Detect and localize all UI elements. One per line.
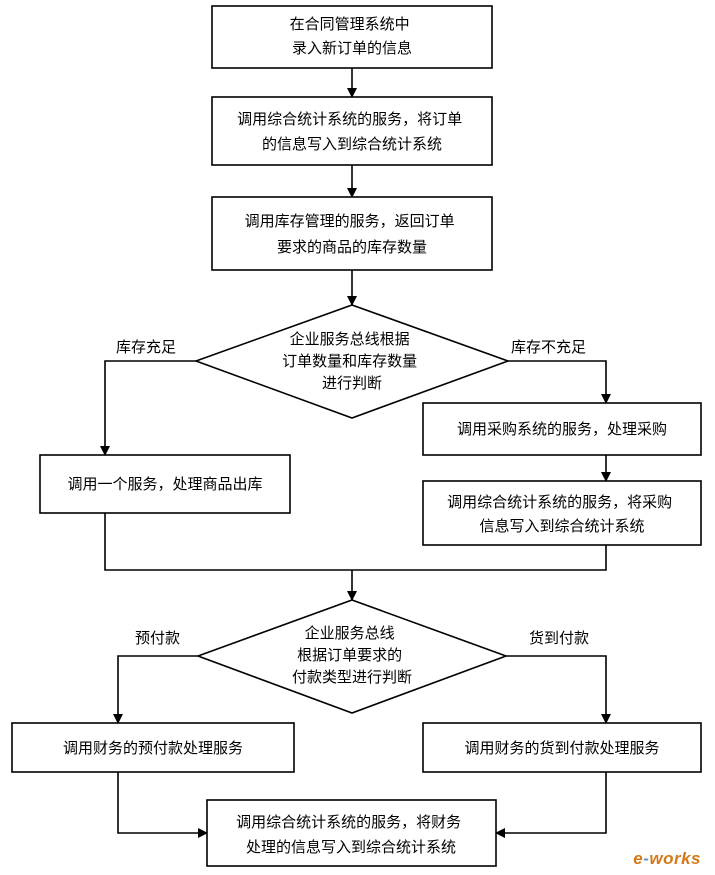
node-query-inventory-line2: 要求的商品的库存数量	[277, 238, 427, 256]
node-cod: 调用财务的货到付款处理服务	[422, 722, 702, 773]
node-decision-inventory-line2: 订单数量和库存数量	[282, 352, 417, 370]
svg-text:调用综合统计系统的服务，将采购 信息写入到综合统: 调用综合统计系统的服务，将采购 信息写入到综合统计系统	[447, 493, 677, 535]
watermark-dash: -	[643, 849, 650, 868]
node-query-inventory: 调用库存管理的服务，返回订单 要求的商品的库存数量	[211, 196, 493, 271]
node-purchase-line1: 调用采购系统的服务，处理采购	[457, 420, 667, 438]
node-decision-inventory: 企业服务总线根据 订单数量和库存数量 进行判断	[193, 304, 511, 419]
edge-ship-merge	[104, 513, 352, 571]
node-enter-order-line1: 在合同管理系统中	[290, 15, 410, 33]
edge-writepurchase-merge	[352, 545, 607, 571]
node-ship-goods-line1: 调用一个服务，处理商品出库	[67, 475, 262, 493]
svg-text:企业服务总线根据 订单数量和库存数量: 企业服务总线根据 订单数量和库存数量 进行判断	[282, 330, 422, 392]
node-cod-line1: 调用财务的货到付款处理服务	[464, 739, 659, 757]
node-decision-payment-line3: 付款类型进行判断	[292, 668, 412, 686]
node-write-finance-stats-line2: 处理的信息写入到综合统计系统	[246, 838, 456, 856]
node-write-purchase-stats-line1: 调用综合统计系统的服务，将采购	[447, 493, 672, 511]
node-purchase: 调用采购系统的服务，处理采购	[422, 402, 702, 456]
node-decision-payment: 企业服务总线 根据订单要求的 付款类型进行判断	[195, 599, 509, 714]
svg-text:在合同管理系统中 录入新订单的信息: 在合同管理系统中 录入新订单的信息	[290, 15, 415, 57]
node-write-purchase-stats-line2: 信息写入到综合统计系统	[479, 517, 644, 535]
svg-text:调用财务的货到付款处理服务: 调用财务的货到付款处理服务	[464, 739, 659, 757]
svg-text:调用财务的预付款处理服务: 调用财务的预付款处理服务	[63, 739, 243, 757]
edge-decision2-to-cod	[506, 655, 611, 724]
node-decision-payment-line1: 企业服务总线	[305, 624, 395, 642]
svg-text:企业服务总线 根据订单要求的 付款类: 企业服务总线 根据订单要求的 付款类型进行判断	[292, 624, 412, 686]
label-prepayment: 预付款	[135, 629, 180, 647]
node-decision-payment-line2: 根据订单要求的	[297, 646, 402, 664]
label-stock-enough: 库存充足	[116, 338, 176, 356]
svg-text:调用一个服务，处理商品出库: 调用一个服务，处理商品出库	[67, 475, 262, 493]
label-cash-on-delivery: 货到付款	[529, 629, 589, 647]
watermark-prefix: e	[633, 849, 644, 868]
node-prepay: 调用财务的预付款处理服务	[11, 722, 295, 773]
node-write-order-stats-line2: 的信息写入到综合统计系统	[262, 135, 442, 153]
svg-text:调用库存管理的服务，返回订单 要求的商品的库存数: 调用库存管理的服务，返回订单 要求的商品的库存数量	[245, 212, 460, 256]
svg-text:调用综合统计系统的服务，将订单 的信息写入到综合: 调用综合统计系统的服务，将订单 的信息写入到综合统计系统	[237, 110, 467, 153]
svg-text:调用综合统计系统的服务，将财务 处理的信息写入到: 调用综合统计系统的服务，将财务 处理的信息写入到综合统计系统	[236, 813, 466, 856]
edge-decision2-to-prepay	[113, 655, 198, 724]
eworks-watermark-logo: e-works	[633, 849, 701, 869]
node-query-inventory-line1: 调用库存管理的服务，返回订单	[245, 212, 455, 230]
edge-decision1-to-purchase	[508, 360, 611, 404]
node-decision-inventory-line3: 进行判断	[322, 374, 382, 392]
node-write-order-stats: 调用综合统计系统的服务，将订单 的信息写入到综合统计系统	[211, 96, 493, 166]
node-write-purchase-stats: 调用综合统计系统的服务，将采购 信息写入到综合统计系统	[422, 480, 702, 546]
edge-prepay-to-finance	[117, 772, 208, 838]
node-write-finance-stats-line1: 调用综合统计系统的服务，将财务	[236, 813, 461, 831]
node-decision-inventory-line1: 企业服务总线根据	[290, 330, 410, 348]
node-write-order-stats-line1: 调用综合统计系统的服务，将订单	[237, 110, 462, 128]
watermark-suffix: works	[649, 849, 701, 868]
edge-decision1-to-ship	[100, 360, 196, 456]
node-enter-order-line2: 录入新订单的信息	[292, 39, 412, 57]
node-enter-order: 在合同管理系统中 录入新订单的信息	[211, 5, 493, 69]
edge-cod-to-finance	[495, 772, 607, 838]
edges	[100, 68, 611, 838]
node-ship-goods: 调用一个服务，处理商品出库	[39, 454, 291, 514]
node-write-finance-stats: 调用综合统计系统的服务，将财务 处理的信息写入到综合统计系统	[206, 799, 497, 867]
node-prepay-line1: 调用财务的预付款处理服务	[63, 739, 243, 757]
label-stock-short: 库存不充足	[511, 338, 586, 356]
svg-text:调用采购系统的服务，处理采购: 调用采购系统的服务，处理采购	[457, 420, 667, 438]
